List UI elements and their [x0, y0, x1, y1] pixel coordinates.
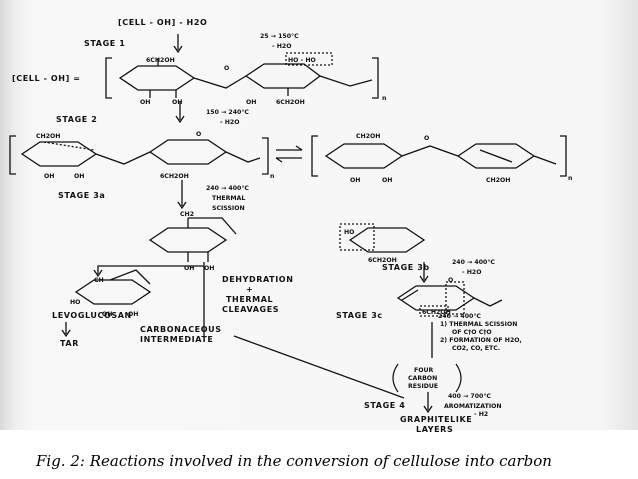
stage2-r-oh-b: OH — [382, 177, 392, 184]
stage3b-label: STAGE 3b — [382, 263, 430, 272]
stage2-oh-b: OH — [74, 173, 84, 180]
anhydro-intermediate — [148, 217, 237, 336]
stage3b-structure — [339, 223, 426, 253]
stage1-oh-a: OH — [140, 99, 150, 106]
stage2-n-right: n — [568, 175, 572, 182]
cellulose-repeat-unit — [105, 52, 379, 99]
carbonaceous-to-stage4-line — [233, 335, 405, 399]
stage2-r-oh-a: OH — [350, 177, 360, 184]
stage2-o: O — [196, 131, 201, 138]
stage4-aromatization: AROMATIZATION — [444, 403, 502, 410]
levo-ho: HO — [70, 299, 80, 306]
stage1-oh-b: OH — [172, 99, 182, 106]
stage1-ch2oh: 6CH2OH — [146, 57, 175, 64]
stage2-r-ch2oh-b: CH2OH — [486, 177, 510, 184]
levoglucosan-branch — [93, 265, 204, 278]
stage3c-ch2oh: 6CH2OH — [422, 309, 451, 316]
stage2-r-ch2oh: CH2OH — [356, 133, 380, 140]
top-reactant-label: [CELL - OH] - H2O — [118, 18, 207, 27]
residue-label: RESIDUE — [408, 383, 438, 390]
stage2-water: - H2O — [220, 119, 239, 126]
branch-plus: + — [246, 285, 253, 294]
stage3a-thermal: THERMAL — [212, 195, 245, 202]
stage2-n-left: n — [270, 173, 274, 180]
levo-oh-a: OH — [102, 311, 112, 318]
stage3c-cond1: 1) THERMAL SCISSION — [440, 321, 517, 328]
stage1-water: - H2O — [272, 43, 291, 50]
stage1-temp: 25 → 150°C — [260, 32, 299, 40]
stage2-label: STAGE 2 — [56, 115, 97, 124]
stage4-temp: 400 → 700°C — [448, 392, 491, 400]
carbon-label: CARBON — [408, 375, 437, 382]
stage3c-cond4: CO2, CO, ETC. — [452, 345, 500, 352]
branch-thermal: THERMAL — [226, 295, 273, 304]
stage4-h2: - H2 — [474, 411, 488, 418]
stage1-n: n — [382, 95, 386, 102]
stage3b-water: - H2O — [462, 269, 481, 276]
stage1-label: STAGE 1 — [84, 39, 125, 48]
stage3c-o: O — [448, 277, 453, 284]
stage3a-oh-a: OH — [184, 265, 194, 272]
levo-oh-b: OH — [128, 311, 138, 318]
dehydrocellulose-right — [311, 135, 567, 177]
stage3c-temp: 240 → 400°C — [438, 312, 481, 320]
stage1-ch2oh-b: 6CH2OH — [276, 99, 305, 106]
stage2-r-o: O — [424, 135, 429, 142]
stage3b-ch2oh: 6CH2OH — [368, 257, 397, 264]
branch-dehydration: DEHYDRATION — [222, 275, 294, 284]
stage4-label: STAGE 4 — [364, 401, 405, 410]
intermediate-label: INTERMEDIATE — [140, 335, 214, 344]
levoglucosan-structure — [74, 269, 152, 305]
stage3a-oh-b: OH — [204, 265, 214, 272]
stage3a-ch2: CH2 — [180, 211, 194, 218]
stage2-oh-a: OH — [44, 173, 54, 180]
stage2-temp: 150 → 240°C — [206, 108, 249, 116]
four-label: FOUR — [414, 367, 434, 374]
stage2-ch2oh-b: 6CH2OH — [160, 173, 189, 180]
stage3c-cond3: 2) FORMATION OF H2O, — [440, 337, 522, 344]
reaction-scheme: [CELL - OH] - H2O STAGE 1 25 → 150°C - H… — [9, 18, 572, 434]
branch-cleavages: CLEAVAGES — [222, 305, 279, 314]
stage3c-label: STAGE 3c — [336, 311, 383, 320]
stage3a-temp: 240 → 400°C — [206, 184, 249, 192]
stage3b-temp: 240 → 400°C — [452, 258, 495, 266]
stage3a-scission: SCISSION — [212, 205, 245, 212]
graphitelike-label: GRAPHITELIKE — [400, 415, 472, 424]
equilibrium-arrow — [275, 145, 303, 163]
dehydrocellulose-left — [9, 135, 269, 175]
stage2-ch2oh: CH2OH — [36, 133, 60, 140]
tar-label: TAR — [60, 339, 79, 348]
stage3c-cond2: OF C†O C†O — [452, 329, 492, 336]
figure-caption: Fig. 2: Reactions involved in the conver… — [36, 452, 552, 470]
stage1-bridge-o: O — [224, 65, 229, 72]
carbonaceous-label: CARBONACEOUS — [140, 325, 222, 334]
cell-oh-label: [CELL - OH] = — [12, 74, 81, 83]
stage1-oh-c: OH — [246, 99, 256, 106]
stage3a-label: STAGE 3a — [58, 191, 105, 200]
stage3b-ho: HO — [344, 229, 354, 236]
stage3c-structure — [396, 281, 503, 317]
layers-label: LAYERS — [416, 425, 453, 434]
levoglucosan-label: LEVOGLUCOSAN — [52, 311, 132, 320]
stage1-hoho: HO - HO — [288, 57, 316, 64]
